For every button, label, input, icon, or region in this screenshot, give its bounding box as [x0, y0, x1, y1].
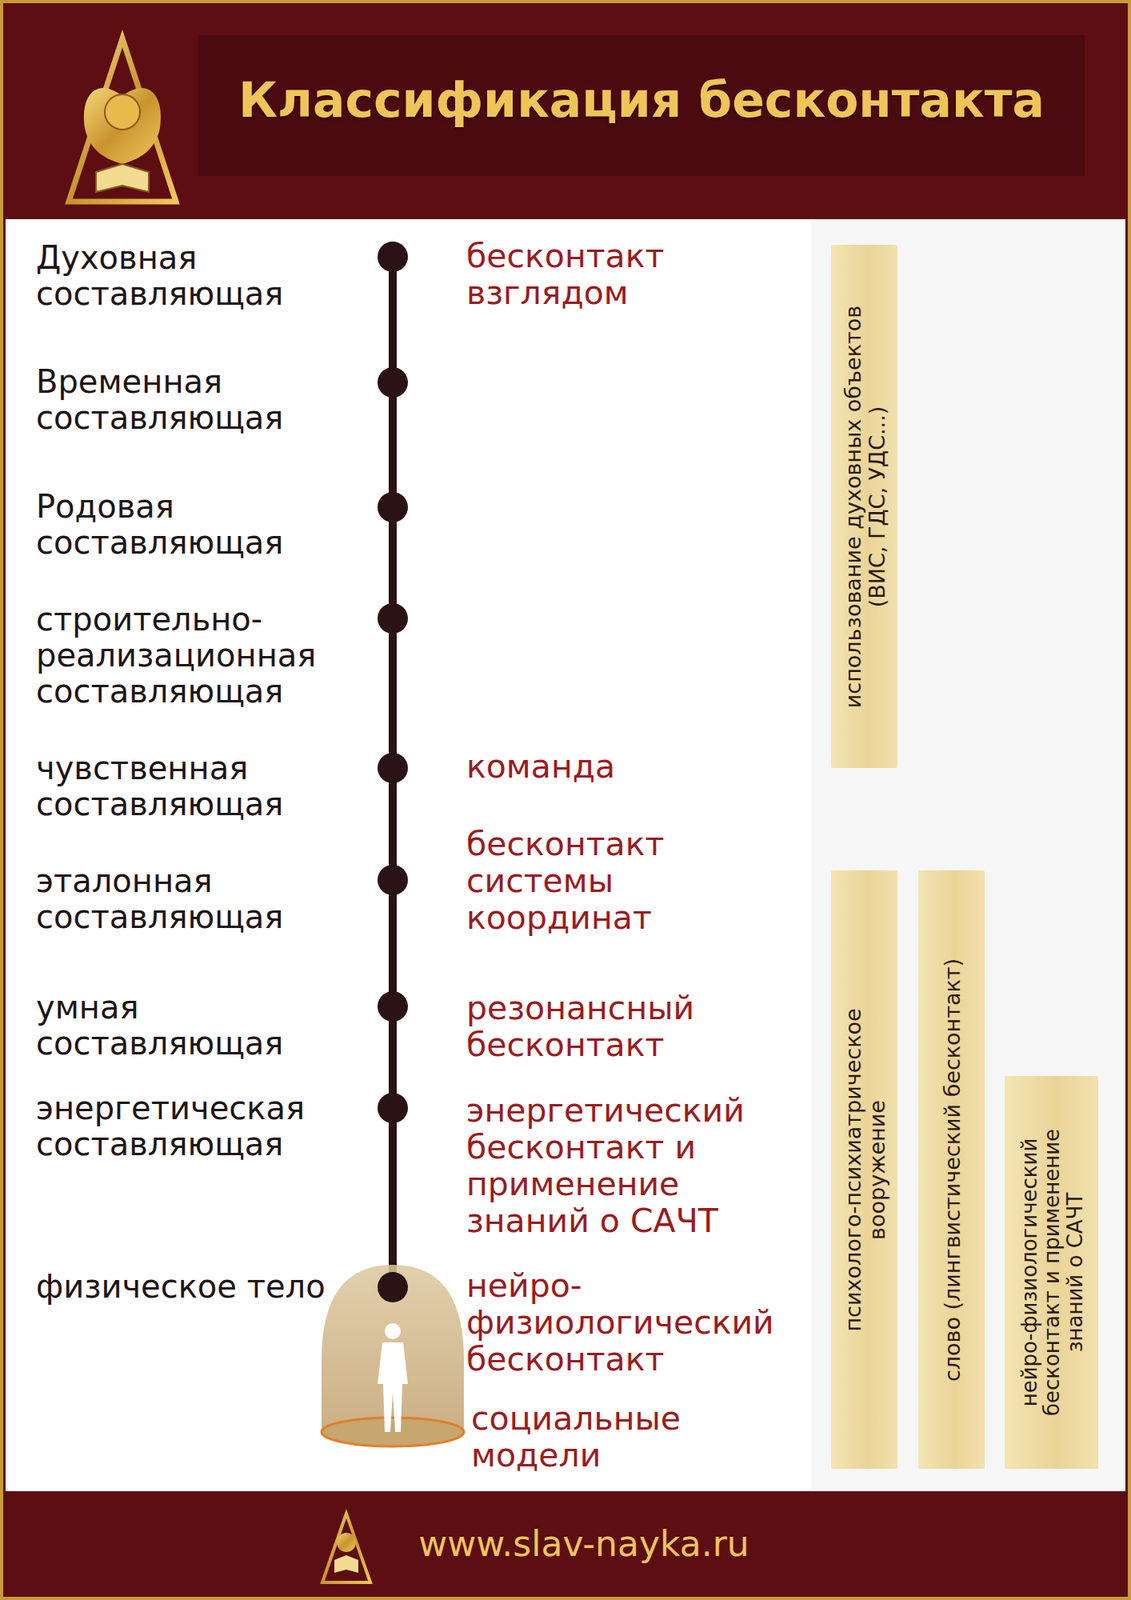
- component-label: энергетическая составляющая: [35, 1090, 372, 1163]
- band-rotator: использование духовных объектов (ВИС, ГД…: [831, 274, 898, 739]
- bell-illustration: [321, 1264, 464, 1447]
- footer-logo: [322, 1513, 371, 1583]
- content-area: [5, 219, 1126, 1491]
- method-label: бесконтакт системы координат: [466, 826, 707, 937]
- method-label: социальные модели: [471, 1400, 728, 1475]
- band-text: слово (лингвистический бесконтакт): [939, 957, 964, 1381]
- band-text: нейро-физиологический бесконтакт и приме…: [1017, 1088, 1087, 1457]
- component-label: физическое тело: [35, 1268, 380, 1305]
- band-area: [811, 219, 1126, 1491]
- component-label: Временная составляющая: [35, 363, 372, 436]
- band-text: психолого-психиатрическое вооружение: [840, 945, 888, 1394]
- component-label: строительно-реализационная составляющая: [35, 601, 372, 709]
- method-label: команда: [466, 748, 787, 786]
- axis: [377, 241, 408, 1287]
- component-label: Духовная составляющая: [35, 239, 372, 312]
- method-label: нейро-физиологический бесконтакт: [466, 1267, 819, 1379]
- category-band: нейро-физиологический бесконтакт и приме…: [1004, 1075, 1099, 1469]
- band-rotator: нейро-физиологический бесконтакт и приме…: [1004, 1088, 1099, 1457]
- component-label: эталонная составляющая: [35, 863, 372, 936]
- band-text: использование духовных объектов (ВИС, ГД…: [840, 274, 888, 739]
- title: Классификация бесконтакта: [199, 73, 1084, 128]
- category-band: использование духовных объектов (ВИС, ГД…: [831, 244, 898, 768]
- component-label: чувственная составляющая: [35, 750, 372, 823]
- method-label: энергетический бесконтакт и применение з…: [466, 1092, 764, 1240]
- title-panel: [198, 35, 1085, 176]
- method-label: бесконтакт взглядом: [466, 238, 707, 312]
- band-rotator: слово (лингвистический бесконтакт): [918, 913, 985, 1426]
- website-url: www.slav-nayka.ru: [303, 1523, 864, 1563]
- logo: [68, 38, 176, 202]
- band-rotator: психолого-психиатрическое вооружение: [831, 945, 898, 1394]
- method-label: резонансный бесконтакт: [466, 990, 723, 1064]
- category-band: слово (лингвистический бесконтакт): [918, 870, 985, 1469]
- component-label: Родовая составляющая: [35, 488, 372, 561]
- category-band: психолого-психиатрическое вооружение: [831, 870, 898, 1469]
- component-label: умная составляющая: [35, 989, 372, 1062]
